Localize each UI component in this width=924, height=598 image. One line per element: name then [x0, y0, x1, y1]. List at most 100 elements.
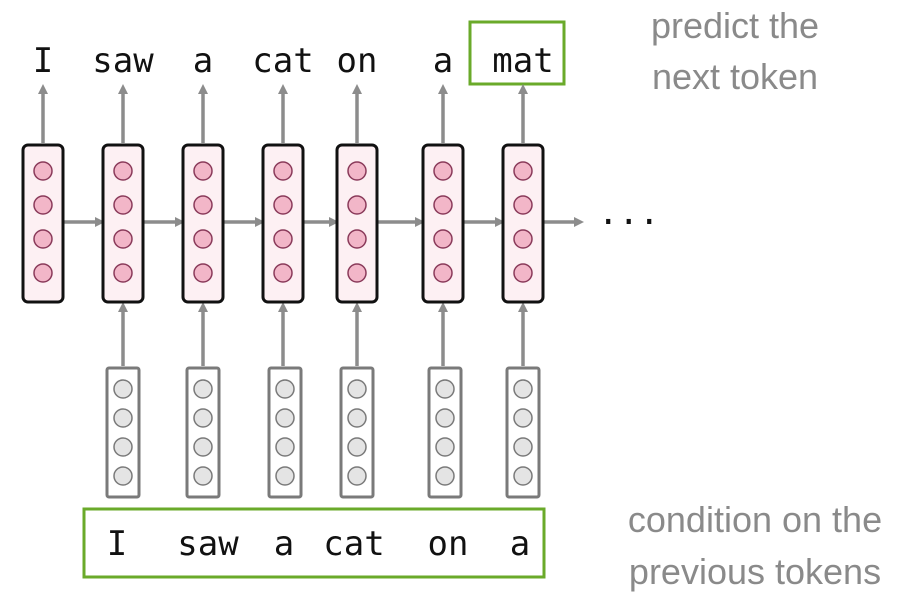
input-tokens-box: [82, 507, 546, 579]
embedding-neuron: [193, 379, 213, 399]
hidden-neuron: [433, 263, 453, 283]
hidden-state-box: [421, 143, 465, 304]
embedding-block: [427, 366, 463, 499]
hidden-neuron: [513, 229, 533, 249]
embedding-neuron: [435, 466, 455, 486]
embedding-layer: [105, 366, 541, 499]
hidden-neuron: [113, 195, 133, 215]
hidden-state-block: [101, 143, 145, 304]
embedding-neuron: [347, 408, 367, 428]
hidden-state-block: [261, 143, 305, 304]
input-token: on: [428, 524, 469, 564]
output-token: a: [193, 41, 213, 81]
hidden-neuron: [33, 263, 53, 283]
hidden-neuron: [513, 161, 533, 181]
hidden-neuron: [433, 195, 453, 215]
embedding-block: [339, 366, 375, 499]
embedding-block: [267, 366, 303, 499]
hidden-neuron: [273, 195, 293, 215]
embedding-neuron: [347, 437, 367, 457]
embedding-neuron: [347, 379, 367, 399]
predicted-token-box: [468, 20, 566, 86]
hidden-neuron: [113, 161, 133, 181]
embedding-box: [185, 366, 221, 499]
hidden-neuron: [273, 263, 293, 283]
embedding-neuron: [275, 408, 295, 428]
hidden-neuron: [113, 229, 133, 249]
hidden-state-block: [335, 143, 379, 304]
output-token: a: [433, 41, 453, 81]
hidden-neuron: [513, 263, 533, 283]
embedding-neuron: [275, 379, 295, 399]
hidden-state-box: [501, 143, 545, 304]
predict-label: predict the: [651, 5, 819, 46]
embedding-neuron: [435, 379, 455, 399]
embedding-block: [185, 366, 221, 499]
hidden-state-block: [501, 143, 545, 304]
hidden-state-block: [21, 143, 65, 304]
embedding-neuron: [113, 466, 133, 486]
hidden-neuron: [513, 195, 533, 215]
embedding-block: [505, 366, 541, 499]
embedding-box: [267, 366, 303, 499]
hidden-neuron: [433, 161, 453, 181]
hidden-neuron: [273, 161, 293, 181]
next-token-label: next token: [652, 56, 818, 97]
hidden-neuron: [193, 229, 213, 249]
continuation-ellipsis: ...: [598, 193, 659, 233]
output-token: I: [33, 41, 53, 81]
condition-label: condition on the: [628, 499, 882, 540]
input-token: saw: [177, 524, 239, 564]
output-token: cat: [252, 41, 313, 81]
embedding-block: [105, 366, 141, 499]
hidden-neuron: [347, 161, 367, 181]
input-token: I: [107, 524, 127, 564]
hidden-neuron: [33, 161, 53, 181]
embedding-neuron: [347, 466, 367, 486]
embedding-neuron: [193, 437, 213, 457]
hidden-state-box: [101, 143, 145, 304]
embedding-box: [505, 366, 541, 499]
embedding-box: [105, 366, 141, 499]
hidden-state-block: [421, 143, 465, 304]
hidden-neuron: [33, 229, 53, 249]
arrows-layer: [38, 84, 584, 366]
hidden-neuron: [347, 263, 367, 283]
embedding-neuron: [513, 379, 533, 399]
previous-tokens-label: previous tokens: [629, 551, 881, 592]
embedding-neuron: [193, 408, 213, 428]
hidden-state-box: [21, 143, 65, 304]
embedding-neuron: [513, 437, 533, 457]
hidden-neuron: [347, 229, 367, 249]
embedding-neuron: [113, 408, 133, 428]
embedding-neuron: [513, 466, 533, 486]
hidden-neuron: [33, 195, 53, 215]
input-token: a: [510, 524, 530, 564]
hidden-neuron: [193, 263, 213, 283]
hidden-neuron: [113, 263, 133, 283]
hidden-neuron: [273, 229, 293, 249]
embedding-box: [339, 366, 375, 499]
input-token: cat: [323, 524, 384, 564]
hidden-state-box: [261, 143, 305, 304]
embedding-neuron: [275, 437, 295, 457]
embedding-neuron: [435, 437, 455, 457]
hidden-neuron: [347, 195, 367, 215]
embedding-neuron: [513, 408, 533, 428]
embedding-box: [427, 366, 463, 499]
hidden-state-box: [181, 143, 225, 304]
hidden-state-block: [181, 143, 225, 304]
embedding-neuron: [275, 466, 295, 486]
output-token: on: [337, 41, 378, 81]
embedding-neuron: [193, 466, 213, 486]
embedding-neuron: [113, 437, 133, 457]
hidden-neuron: [193, 161, 213, 181]
hidden-state-box: [335, 143, 379, 304]
embedding-neuron: [113, 379, 133, 399]
hidden-state-layer: [21, 143, 545, 304]
embedding-neuron: [435, 408, 455, 428]
output-token: saw: [92, 41, 154, 81]
hidden-neuron: [193, 195, 213, 215]
